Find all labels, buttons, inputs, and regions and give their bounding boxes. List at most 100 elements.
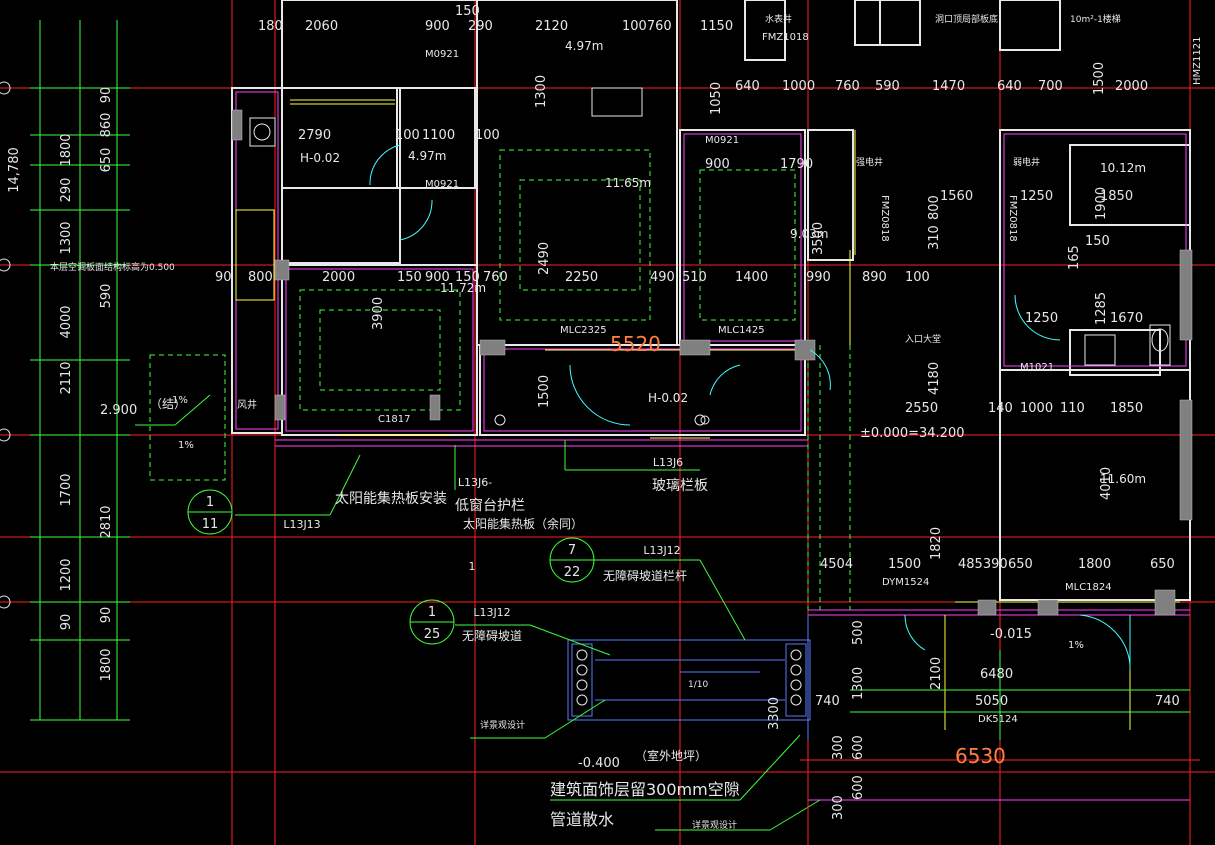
row2-dim-5: 150 [455, 270, 480, 285]
row2-dim-9: 510 [682, 270, 707, 285]
inner-dim-25: 3300 [767, 697, 782, 730]
note-slope-1: 1% [172, 395, 188, 406]
inner-dim-36: 310 [927, 225, 942, 250]
row2-dim-2: 2000 [322, 270, 355, 285]
inner-dim-6: 1000 [1020, 401, 1053, 416]
row1-dim-9: 1250 [1020, 189, 1053, 204]
row1-dim-5: 1050 [709, 82, 724, 115]
ref-3-num: 1 [428, 605, 436, 620]
elevation-1: -0.015 [990, 627, 1032, 642]
inner-dim-22: 5050 [975, 694, 1008, 709]
room-area-0: 11.65m [605, 176, 651, 190]
note-low-window-rail: 低窗台护栏 [455, 497, 525, 514]
dim-4000: 4000 [59, 305, 74, 338]
inner-dim-26: 300 [831, 735, 846, 760]
dim-860: 860 [99, 113, 114, 138]
top2-dim-6: 700 [1038, 79, 1063, 94]
row1-dim-6: 900 [705, 157, 730, 172]
inner-dim-19: 1300 [851, 667, 866, 700]
door-code-3: MLC2325 [560, 325, 607, 336]
top2-dim-2: 760 [835, 79, 860, 94]
door-code-9: C1817 [378, 414, 410, 425]
room-area-1: 11.72m [440, 281, 486, 295]
row2-dimension-labels: 90 800 2000 150 900 150 760 2250 490 510… [215, 270, 930, 285]
inner-dim-15: 650 [1150, 557, 1175, 572]
dim-2810: 2810 [99, 505, 114, 538]
row1-dim-4: 1300 [534, 75, 549, 108]
inner-dim-14: 1800 [1078, 557, 1111, 572]
dim-2110: 2110 [59, 361, 74, 394]
dim-650: 650 [99, 148, 114, 173]
door-code-0: M0921 [425, 49, 459, 60]
row2-dim-10: 1400 [735, 270, 768, 285]
note-ac: 本层空调板面结构标高为0.500 [50, 261, 175, 273]
ref-code-extra-0: L13J6- [458, 476, 492, 489]
top-dim-4: 290 [468, 19, 493, 34]
row1-dim-8: 1560 [940, 189, 973, 204]
inner-dim-37: 800 [927, 195, 942, 220]
inner-dim-4: 2550 [905, 401, 938, 416]
inner-dim-28: 300 [831, 795, 846, 820]
inner-dim-23: 740 [815, 694, 840, 709]
note-barrier-free-rail: 无障碍坡道栏杆 [603, 568, 687, 583]
room-area-2: 9.03m [790, 227, 828, 241]
row2-dim-8: 490 [650, 270, 675, 285]
ramp-circles [576, 649, 802, 706]
door-code-6: FMZ0818 [1007, 195, 1018, 242]
inner-dim-32: 1285 [1094, 292, 1109, 325]
row2-dim-3: 150 [397, 270, 422, 285]
row2-dim-1: 800 [248, 270, 273, 285]
note-room-small-2: 弱电井 [1013, 156, 1040, 168]
inner-dim-35: 1900 [1094, 187, 1109, 220]
top-dim-7: 1150 [700, 19, 733, 34]
finish-lines [235, 91, 1190, 801]
top-dim-1: 2060 [305, 19, 338, 34]
top2-dim-7: 1500 [1092, 62, 1107, 95]
walls [231, 0, 1191, 601]
hidden-lines [149, 149, 851, 610]
axis-mark-1: 1 [469, 560, 476, 573]
note-room-small-3: 强电井 [856, 156, 883, 168]
left-grid-bubbles [0, 81, 11, 609]
inner-dim-13: 650 [1008, 557, 1033, 572]
inner-dim-20: 2100 [929, 657, 944, 690]
door-swings [369, 144, 1131, 670]
top2-dim-8: 2000 [1115, 79, 1148, 94]
columns [231, 109, 1193, 616]
inner-dim-0: 3900 [371, 297, 386, 330]
row1-dim-7: 1790 [780, 157, 813, 172]
row2-dim-0: 90 [215, 270, 232, 285]
room-area-6: 11.60m [1100, 472, 1146, 486]
elevation-0: ±0.000=34.200 [860, 426, 965, 441]
top-dim-0: 180 [258, 19, 283, 34]
ref-3-den: 25 [424, 627, 441, 642]
dim-90: 90 [59, 614, 74, 631]
dim-1700: 1700 [59, 473, 74, 506]
inner-dim-5: 140 [988, 401, 1013, 416]
top-dim-6: 100760 [622, 19, 672, 34]
door-code-10: DYM1524 [882, 577, 929, 588]
dim-1800: 1800 [59, 133, 74, 166]
fixtures [249, 87, 1171, 426]
big-number-6530: 6530 [955, 744, 1006, 768]
inner-dim-8: 1850 [1110, 401, 1143, 416]
dim-1800b: 1800 [99, 648, 114, 681]
top-dim-2: 900 [425, 19, 450, 34]
dim-90c: 90 [99, 607, 114, 624]
top2-dim-4: 1470 [932, 79, 965, 94]
row1-dim-3: 100 [475, 128, 500, 143]
dim-1200: 1200 [59, 558, 74, 591]
top2-dim-1: 1000 [782, 79, 815, 94]
ref-2-den: 22 [564, 565, 581, 580]
note-lift: 10m²-1楼梯 [1070, 13, 1121, 25]
note-struct: （结） [150, 397, 186, 411]
note-landscape-2: 详景观设计 [692, 819, 737, 831]
row1-dimension-labels: 2790 100 1100 100 1300 1050 900 1790 156… [298, 75, 1133, 204]
note-slope-2: 1% [178, 440, 194, 451]
row2-dim-12: 890 [862, 270, 887, 285]
row2-dim-6: 760 [483, 270, 508, 285]
detail-ref-bubbles [187, 489, 595, 645]
inner-dim-17: 1500 [888, 557, 921, 572]
